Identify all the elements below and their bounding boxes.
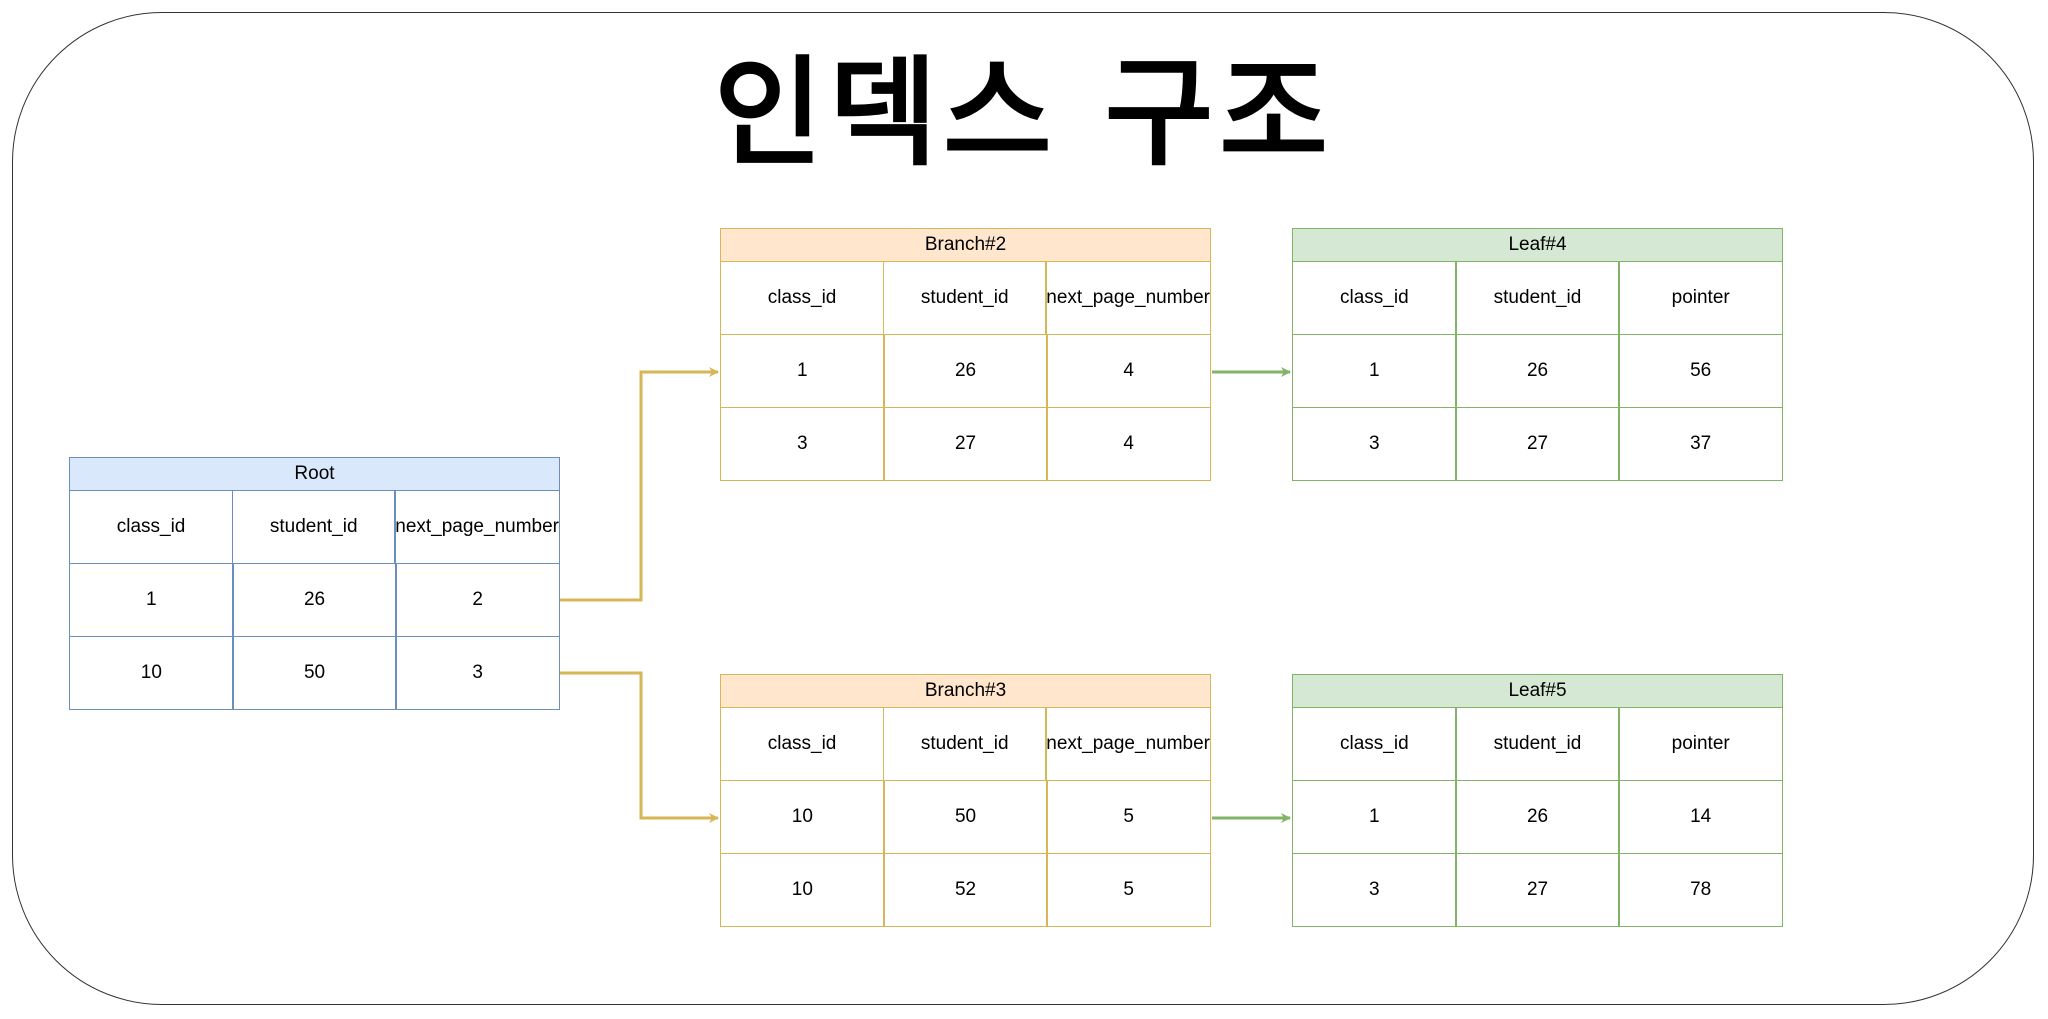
table-column-row: class_id student_id next_page_number bbox=[69, 489, 560, 564]
column-header: pointer bbox=[1618, 706, 1784, 781]
table-cell: 52 bbox=[883, 852, 1048, 927]
table-row: 3 27 78 bbox=[1292, 852, 1784, 927]
table-row: 1 26 56 bbox=[1292, 333, 1784, 408]
column-header: student_id bbox=[882, 260, 1047, 335]
table-row: 10 52 5 bbox=[720, 852, 1212, 927]
arrow-root-to-branch-3 bbox=[560, 671, 719, 823]
table-row: 1 26 4 bbox=[720, 333, 1212, 408]
table-cell: 1 bbox=[720, 333, 885, 408]
table-cell: 56 bbox=[1618, 333, 1784, 408]
column-header: student_id bbox=[1455, 706, 1620, 781]
table-cell: 1 bbox=[69, 562, 234, 637]
table-branch-3: Branch#3 class_id student_id next_page_n… bbox=[720, 674, 1212, 927]
diagram-frame bbox=[12, 12, 2034, 1005]
table-cell: 50 bbox=[232, 635, 397, 710]
table-cell: 1 bbox=[1292, 333, 1457, 408]
table-branch-2: Branch#2 class_id student_id next_page_n… bbox=[720, 228, 1212, 481]
column-header: class_id bbox=[1292, 260, 1457, 335]
table-cell: 3 bbox=[395, 635, 561, 710]
table-cell: 1 bbox=[1292, 779, 1457, 854]
table-cell: 10 bbox=[720, 779, 885, 854]
table-cell: 3 bbox=[720, 406, 885, 481]
table-cell: 27 bbox=[883, 406, 1048, 481]
table-row: 10 50 3 bbox=[69, 635, 561, 710]
table-row: 3 27 4 bbox=[720, 406, 1212, 481]
table-column-row: class_id student_id pointer bbox=[1292, 260, 1784, 335]
table-row: 10 50 5 bbox=[720, 779, 1212, 854]
table-cell: 10 bbox=[720, 852, 885, 927]
table-cell: 14 bbox=[1618, 779, 1784, 854]
table-cell: 26 bbox=[1455, 779, 1620, 854]
table-cell: 26 bbox=[1455, 333, 1620, 408]
arrow-root-to-branch-2 bbox=[560, 367, 719, 602]
table-row: 1 26 2 bbox=[69, 562, 561, 637]
table-cell: 3 bbox=[1292, 406, 1457, 481]
table-cell: 5 bbox=[1046, 852, 1212, 927]
table-cell: 26 bbox=[883, 333, 1048, 408]
column-header: pointer bbox=[1618, 260, 1784, 335]
table-cell: 26 bbox=[232, 562, 397, 637]
table-header: Leaf#5 bbox=[1292, 674, 1783, 708]
table-column-row: class_id student_id next_page_number bbox=[720, 260, 1211, 335]
table-row: 3 27 37 bbox=[1292, 406, 1784, 481]
table-cell: 50 bbox=[883, 779, 1048, 854]
table-cell: 10 bbox=[69, 635, 234, 710]
column-header: next_page_number bbox=[1045, 260, 1211, 335]
table-cell: 4 bbox=[1046, 333, 1212, 408]
column-header: class_id bbox=[1292, 706, 1457, 781]
table-cell: 3 bbox=[1292, 852, 1457, 927]
column-header: next_page_number bbox=[394, 489, 560, 564]
table-header: Leaf#4 bbox=[1292, 228, 1783, 262]
column-header: student_id bbox=[231, 489, 396, 564]
column-header: student_id bbox=[882, 706, 1047, 781]
table-header: Branch#3 bbox=[720, 674, 1211, 708]
table-cell: 37 bbox=[1618, 406, 1784, 481]
table-row: 1 26 14 bbox=[1292, 779, 1784, 854]
column-header: student_id bbox=[1455, 260, 1620, 335]
table-leaf-5: Leaf#5 class_id student_id pointer 1 26 … bbox=[1292, 674, 1784, 927]
diagram-title: 인덱스 구조 bbox=[714, 44, 1334, 182]
table-cell: 2 bbox=[395, 562, 561, 637]
table-cell: 27 bbox=[1455, 406, 1620, 481]
table-header: Branch#2 bbox=[720, 228, 1211, 262]
table-cell: 27 bbox=[1455, 852, 1620, 927]
table-cell: 5 bbox=[1046, 779, 1212, 854]
table-column-row: class_id student_id pointer bbox=[1292, 706, 1784, 781]
table-leaf-4: Leaf#4 class_id student_id pointer 1 26 … bbox=[1292, 228, 1784, 481]
table-root: Root class_id student_id next_page_numbe… bbox=[69, 457, 561, 710]
table-header: Root bbox=[69, 457, 560, 491]
column-header: next_page_number bbox=[1045, 706, 1211, 781]
table-cell: 78 bbox=[1618, 852, 1784, 927]
table-column-row: class_id student_id next_page_number bbox=[720, 706, 1211, 781]
table-cell: 4 bbox=[1046, 406, 1212, 481]
